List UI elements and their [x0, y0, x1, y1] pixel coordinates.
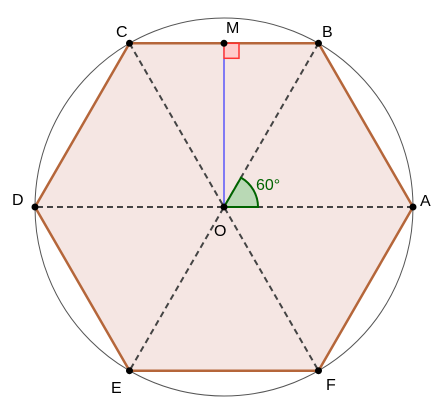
- point-d: [31, 203, 39, 211]
- label-b: B: [322, 24, 333, 41]
- label-d: D: [12, 192, 24, 209]
- angle-label: 60°: [256, 177, 280, 194]
- point-e: [126, 367, 133, 375]
- diagonal-cf: [128, 42, 320, 372]
- point-o: [220, 203, 228, 211]
- label-e: E: [111, 380, 122, 397]
- label-m: M: [226, 20, 239, 37]
- label-a: A: [420, 193, 431, 210]
- point-m: [220, 39, 228, 47]
- point-c: [126, 39, 133, 47]
- point-f: [315, 367, 322, 375]
- label-c: C: [116, 24, 128, 41]
- point-b: [315, 39, 322, 47]
- label-f: F: [326, 377, 336, 394]
- diagonal-be: [128, 42, 320, 372]
- point-a: [409, 203, 417, 211]
- label-o: O: [214, 223, 226, 240]
- right-angle-marker: [223, 42, 240, 60]
- angle-sector-aob: [222, 176, 260, 208]
